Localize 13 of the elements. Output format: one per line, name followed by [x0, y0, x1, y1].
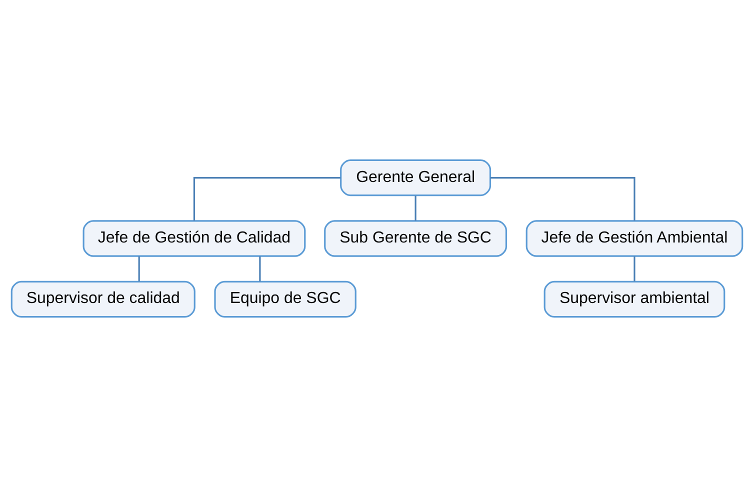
connector — [414, 196, 416, 221]
connector — [193, 176, 341, 221]
node-box: Supervisor de calidad — [10, 280, 196, 318]
connector — [490, 176, 636, 221]
connector — [259, 256, 261, 282]
node-box: Gerente General — [340, 159, 492, 196]
connector — [634, 256, 636, 282]
node-box: Supervisor ambiental — [544, 280, 726, 318]
node-box: Jefe de Gestión Ambiental — [526, 220, 744, 257]
connector — [138, 256, 140, 282]
node-box: Sub Gerente de SGC — [324, 220, 508, 257]
node-box: Equipo de SGC — [214, 280, 356, 318]
node-box: Jefe de Gestión de Calidad — [82, 220, 306, 257]
